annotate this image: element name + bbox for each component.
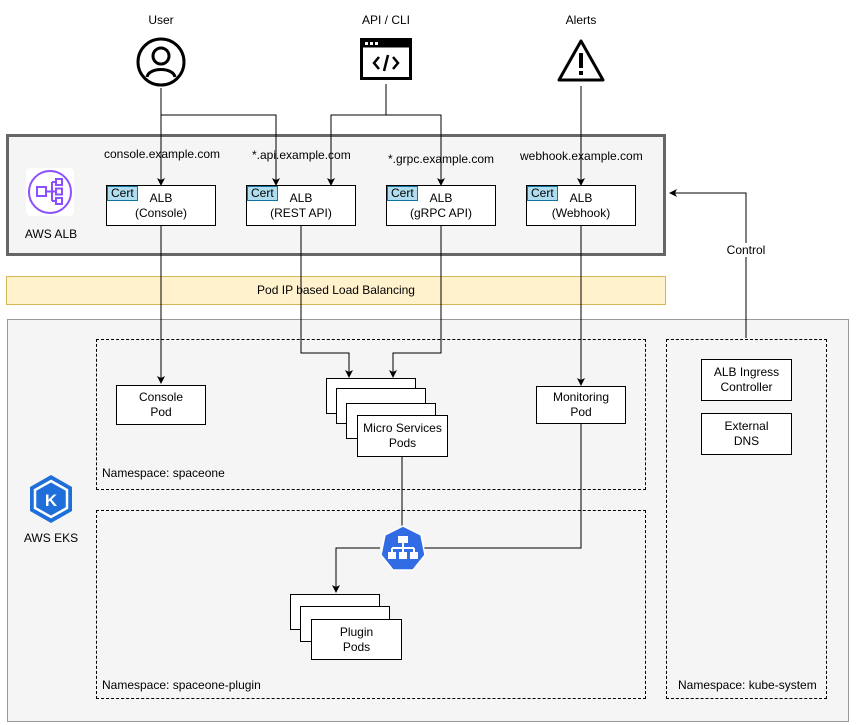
alerts-label: Alerts [565,13,597,27]
alb-rest-api[interactable]: Cert ALB(REST API) [246,185,356,226]
alb-webhook-label: ALB(Webhook) [551,191,611,220]
aws-eks-icon: K [27,473,75,525]
kubernetes-service-icon[interactable] [379,524,427,572]
namespace-plugin-box [96,510,646,699]
namespace-spaceone-label: Namespace: spaceone [102,466,225,480]
cert-badge: Cert [387,186,418,201]
alb-rest-api-label: ALB(REST API) [270,191,332,220]
control-label: Control [716,243,776,257]
user-icon [136,37,186,87]
user-label: User [148,13,174,27]
cert-badge: Cert [247,186,278,201]
cert-badge: Cert [527,186,558,201]
svg-text:K: K [45,491,58,510]
domain-webhook: webhook.example.com [520,149,643,163]
namespace-plugin-label: Namespace: spaceone-plugin [102,678,261,692]
aws-eks-label: AWS EKS [23,531,79,545]
lb-banner-label: Pod IP based Load Balancing [257,283,415,297]
alb-grpc-api-label: ALB(gRPC API) [409,191,472,220]
alb-console-label: ALB(Console) [134,191,188,220]
alb-grpc-api[interactable]: Cert ALB(gRPC API) [386,185,496,226]
lb-banner: Pod IP based Load Balancing [6,276,666,305]
aws-alb-label: AWS ALB [24,227,78,241]
namespace-kube-label: Namespace: kube-system [678,678,817,692]
domain-grpc: *.grpc.example.com [388,152,495,166]
warning-icon [556,38,606,83]
api-label: API / CLI [361,13,411,27]
alb-console[interactable]: Cert ALB(Console) [106,185,216,226]
namespace-kube-box [666,339,827,699]
aws-alb-icon [26,168,74,216]
domain-console: console.example.com [104,147,221,161]
namespace-spaceone-box [96,339,646,490]
cert-badge: Cert [107,186,138,201]
alb-webhook[interactable]: Cert ALB(Webhook) [526,185,636,226]
code-window-icon [360,38,412,80]
domain-api: *.api.example.com [252,148,351,162]
